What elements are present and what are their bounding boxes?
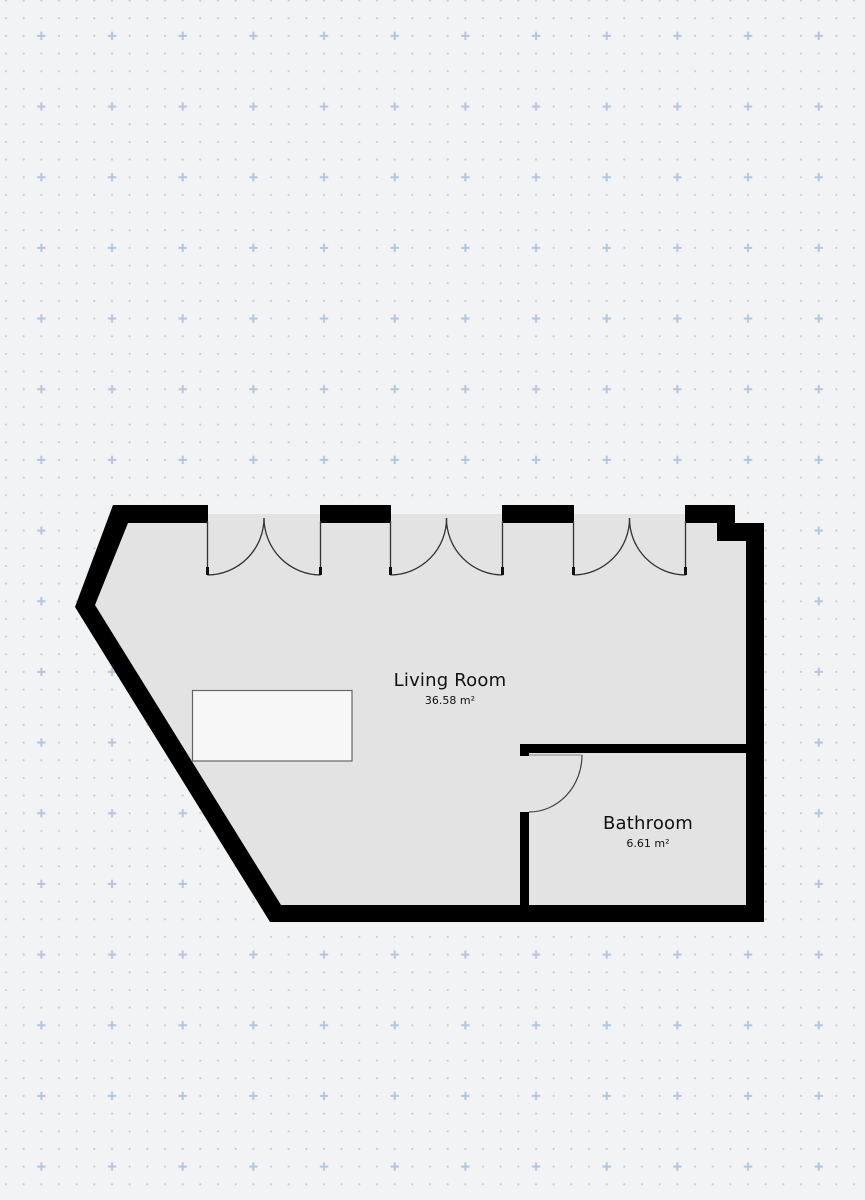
room-area: 6.61 m² [626,837,670,850]
double-door-1[interactable] [206,517,322,576]
room-area: 36.58 m² [424,694,476,707]
double-door-3[interactable] [572,517,687,576]
floor-area [95,523,746,905]
room-label-living-room: Living Room 36.58 m² [394,670,507,707]
room-name: Living Room [393,670,507,691]
furniture-rectangle[interactable] [191,689,353,762]
double-door-2[interactable] [389,517,504,576]
room-name: Bathroom [602,813,694,834]
room-label-bathroom: Bathroom 6.61 m² [603,813,693,850]
interior-wall [520,744,746,906]
bathroom-door[interactable] [528,754,583,813]
